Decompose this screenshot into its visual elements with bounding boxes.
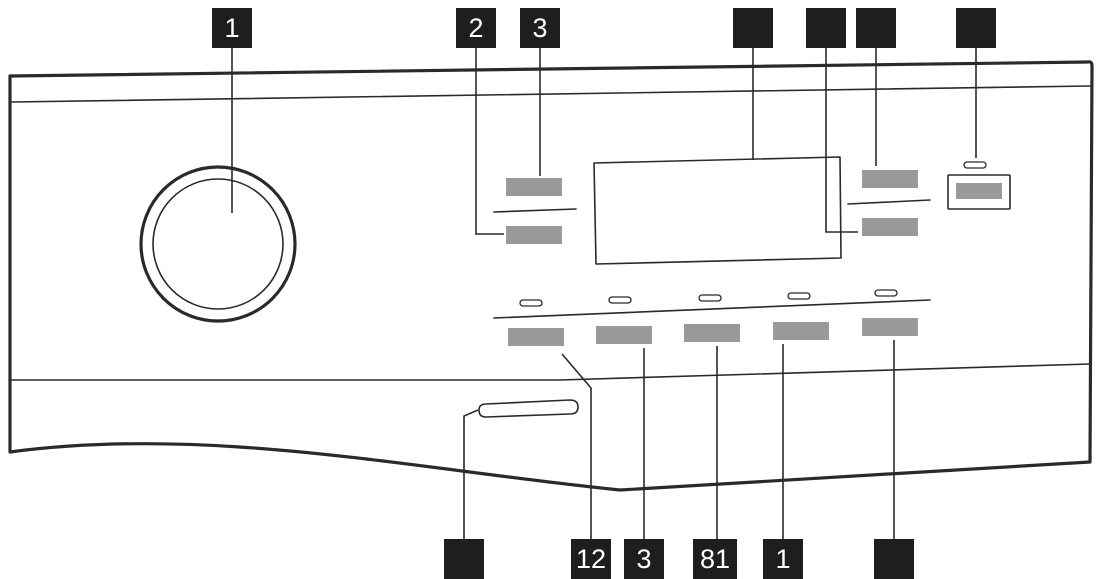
panel-lower-band <box>11 363 1091 381</box>
right-divider-line <box>847 199 931 205</box>
option-button-1[interactable] <box>508 328 564 346</box>
callout-label <box>956 8 996 48</box>
indicator-light <box>963 161 987 169</box>
callout-label: 2 <box>456 8 496 48</box>
panel-outline <box>8 60 1094 492</box>
callout-label: 81 <box>693 539 737 579</box>
option-button-3[interactable] <box>684 324 740 342</box>
option-button-2[interactable] <box>596 326 652 344</box>
left-button-lower[interactable] <box>506 226 562 244</box>
indicator-light <box>874 289 898 297</box>
program-selector-dial[interactable] <box>139 165 297 323</box>
leader-line <box>475 44 504 235</box>
display-panel <box>593 156 842 265</box>
start-pause-button[interactable] <box>956 183 1002 199</box>
indicator-light <box>787 292 811 300</box>
leader-line <box>825 44 858 233</box>
panel-top-bevel <box>11 85 1091 103</box>
callout-label: 12 <box>571 539 611 579</box>
callout-label <box>444 539 484 579</box>
callout-label <box>874 539 914 579</box>
indicator-light <box>519 299 543 307</box>
callout-label: 3 <box>520 8 560 48</box>
left-divider-line <box>493 208 577 213</box>
indicator-light <box>698 294 722 302</box>
option-button-4[interactable] <box>773 322 829 340</box>
right-button-lower[interactable] <box>862 218 918 236</box>
indicator-light <box>608 296 632 304</box>
callout-label: 1 <box>763 539 803 579</box>
left-button-upper[interactable] <box>506 178 562 196</box>
callout-label: 1 <box>212 8 252 48</box>
callout-label <box>806 8 846 48</box>
callout-label: 3 <box>624 539 664 579</box>
door-handle-recess[interactable] <box>478 399 579 418</box>
option-button-5[interactable] <box>862 318 918 336</box>
callout-label <box>856 8 896 48</box>
leader-line <box>463 409 479 544</box>
callout-label <box>733 8 773 48</box>
start-pause-bezel <box>947 174 1011 210</box>
option-divider-line <box>493 299 931 319</box>
right-button-upper[interactable] <box>862 170 918 188</box>
leader-line <box>561 353 592 544</box>
